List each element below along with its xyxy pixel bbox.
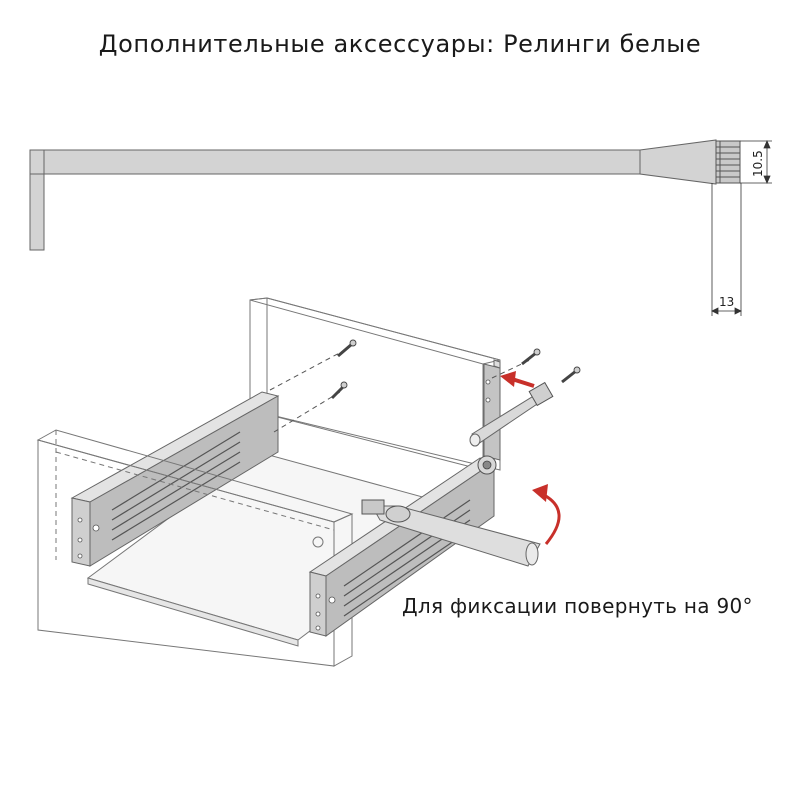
screw-icon [330, 381, 348, 400]
back-panel [249, 297, 501, 471]
page-title: Дополнительные аксессуары: Релинги белые [98, 30, 702, 58]
screws [269, 339, 581, 433]
rotate-arrow-icon [532, 484, 561, 545]
screw-icon [337, 339, 357, 358]
threaded-end [715, 140, 741, 184]
width-dimension [711, 183, 742, 316]
drawer-illustration [36, 297, 581, 667]
width-dimension-label: 13 [719, 295, 734, 309]
screw-icon [561, 366, 581, 384]
height-dimension-label: 10.5 [751, 150, 765, 177]
screw-icon [521, 348, 541, 366]
rail-profile-drawing: 10.5 13 [29, 139, 772, 316]
fixation-note: Для фиксации повернуть на 90° [402, 594, 753, 618]
lower-rail [361, 499, 541, 567]
left-side-runner [70, 391, 280, 567]
insert-arrow-icon [500, 371, 535, 388]
upper-rail [469, 381, 554, 447]
rear-bracket [477, 359, 501, 475]
height-dimension [740, 139, 772, 185]
